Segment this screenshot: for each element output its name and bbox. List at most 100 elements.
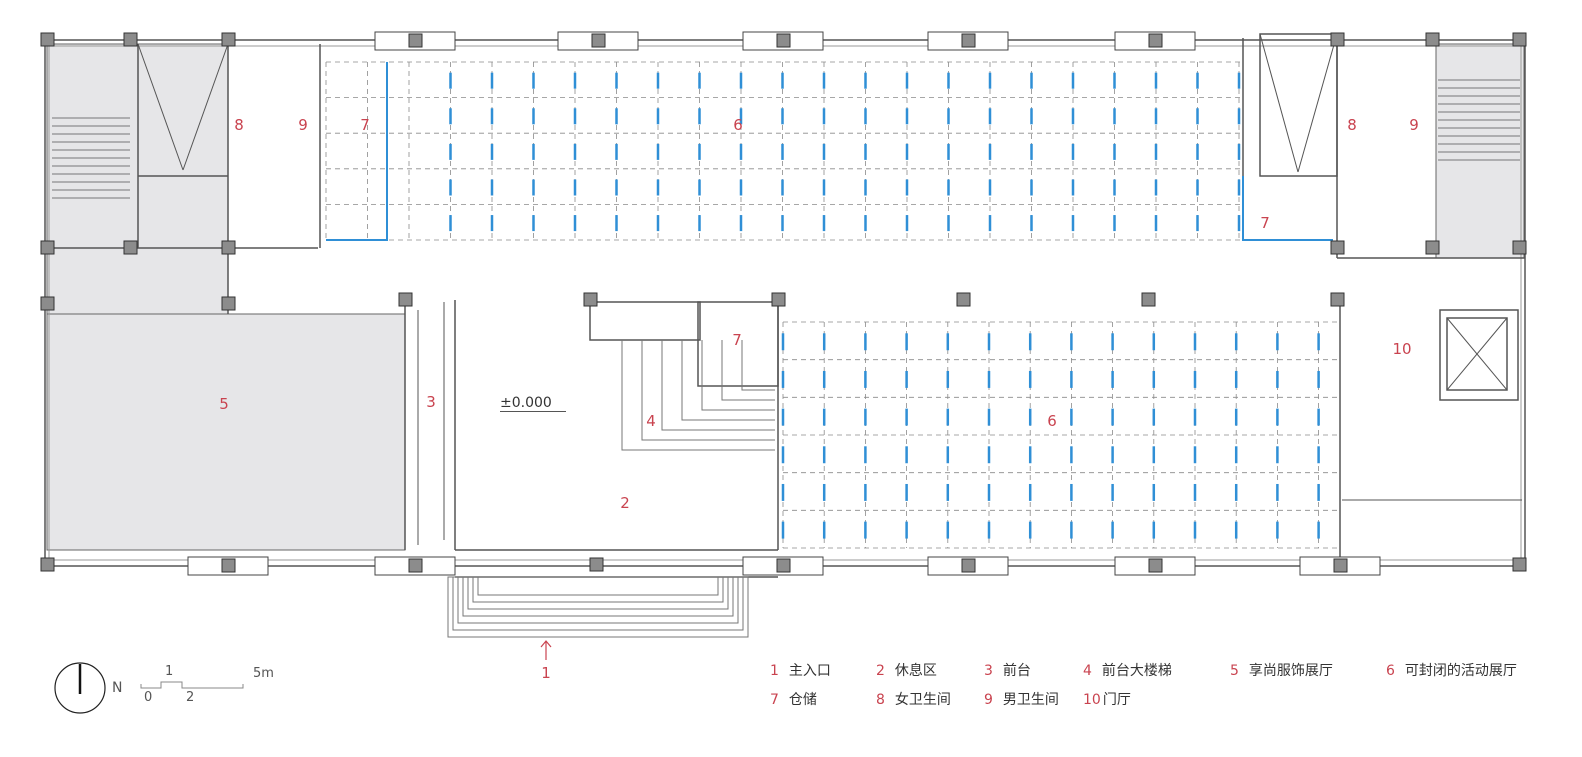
- stair-tread: [701, 340, 775, 411]
- column: [40, 557, 55, 572]
- legend-name: 男卫生间: [1002, 692, 1059, 708]
- room-5-area: [46, 313, 406, 551]
- legend-number: 4: [1083, 663, 1092, 679]
- room-label-8: 8: [234, 116, 244, 134]
- scale-tick-0: 0: [144, 690, 153, 705]
- entrance-steps: [52, 79, 1520, 638]
- column: [221, 240, 236, 255]
- columns: [40, 31, 1527, 576]
- column: [776, 33, 791, 48]
- scale-tick-2: 2: [186, 690, 195, 705]
- legend-number: 2: [876, 663, 885, 679]
- stair-tread: [681, 340, 775, 421]
- legend-number: 1: [770, 663, 779, 679]
- room-label-5: 5: [219, 395, 229, 413]
- column: [1148, 558, 1163, 573]
- scale-tick-5m: 5m: [253, 666, 274, 681]
- column: [221, 32, 236, 47]
- column: [40, 296, 55, 311]
- legend-item-1: 1 主入口: [770, 660, 831, 680]
- step: [452, 576, 744, 631]
- column: [1330, 32, 1345, 47]
- column: [583, 292, 598, 307]
- scale-bar: [140, 681, 244, 689]
- step: [477, 576, 719, 596]
- legend-name: 女卫生间: [894, 692, 951, 708]
- room-label-9: 9: [298, 116, 308, 134]
- storage-partition: [1242, 176, 1333, 241]
- legend-item-5: 5 享尚服饰展厅: [1230, 660, 1333, 680]
- stair-tread: [721, 340, 775, 401]
- column: [589, 557, 604, 572]
- room-label-4: 4: [646, 412, 656, 430]
- shaded-areas: [46, 43, 1525, 551]
- room-label-7b: 7: [1260, 214, 1270, 232]
- column: [398, 292, 413, 307]
- legend-name: 可封闭的活动展厅: [1404, 663, 1517, 679]
- column: [961, 558, 976, 573]
- legend-number: 10: [1083, 692, 1101, 708]
- elevation-marker: ±0.000: [500, 395, 566, 412]
- legend-name: 享尚服饰展厅: [1248, 663, 1333, 679]
- legend-name: 门厅: [1102, 692, 1131, 708]
- column: [40, 32, 55, 47]
- scale-tick-1: 1: [165, 664, 174, 679]
- column: [1333, 558, 1348, 573]
- column: [1512, 240, 1527, 255]
- step: [472, 576, 724, 603]
- column: [1141, 292, 1156, 307]
- legend-name: 仓储: [788, 692, 817, 708]
- column: [956, 292, 971, 307]
- column: [123, 32, 138, 47]
- column: [408, 33, 423, 48]
- room-label-10: 10: [1392, 340, 1412, 358]
- room-label-7c: 7: [732, 331, 742, 349]
- room-label-1: 1: [541, 664, 551, 682]
- step: [462, 576, 734, 617]
- stair-right-area: [1435, 43, 1525, 259]
- legend-item-6: 6 可封闭的活动展厅: [1386, 660, 1517, 680]
- north-arrow-icon: [54, 662, 106, 714]
- room-label-3: 3: [426, 393, 436, 411]
- column: [1330, 240, 1345, 255]
- legend-item-3: 3 前台: [984, 660, 1031, 680]
- legend-name: 主入口: [788, 663, 831, 679]
- column: [40, 240, 55, 255]
- column: [1512, 32, 1527, 47]
- room-label-8b: 8: [1347, 116, 1357, 134]
- room-label-2: 2: [620, 494, 630, 512]
- column: [123, 240, 138, 255]
- legend-item-9: 9 男卫生间: [984, 689, 1059, 709]
- legend-number: 3: [984, 663, 993, 679]
- legend-number: 5: [1230, 663, 1239, 679]
- column: [408, 558, 423, 573]
- exhibit-grids: [325, 61, 1337, 549]
- step: [447, 576, 749, 638]
- entrance-arrow-icon: [540, 640, 552, 660]
- room-label-6b: 6: [1047, 412, 1057, 430]
- stair-tread: [741, 340, 775, 391]
- shaft-left: [137, 43, 229, 177]
- column: [771, 292, 786, 307]
- column: [1148, 33, 1163, 48]
- stair-tread: [661, 340, 775, 431]
- column: [776, 558, 791, 573]
- legend-number: 7: [770, 692, 779, 708]
- north-label: N: [112, 680, 123, 696]
- column: [221, 558, 236, 573]
- column: [1425, 240, 1440, 255]
- column: [1330, 292, 1345, 307]
- legend-name: 前台: [1002, 663, 1031, 679]
- legend-number: 6: [1386, 663, 1395, 679]
- column: [1512, 557, 1527, 572]
- stair-tread: [641, 340, 775, 441]
- step: [467, 576, 729, 610]
- legend-number: 9: [984, 692, 993, 708]
- column: [591, 33, 606, 48]
- room-label-6a: 6: [733, 116, 743, 134]
